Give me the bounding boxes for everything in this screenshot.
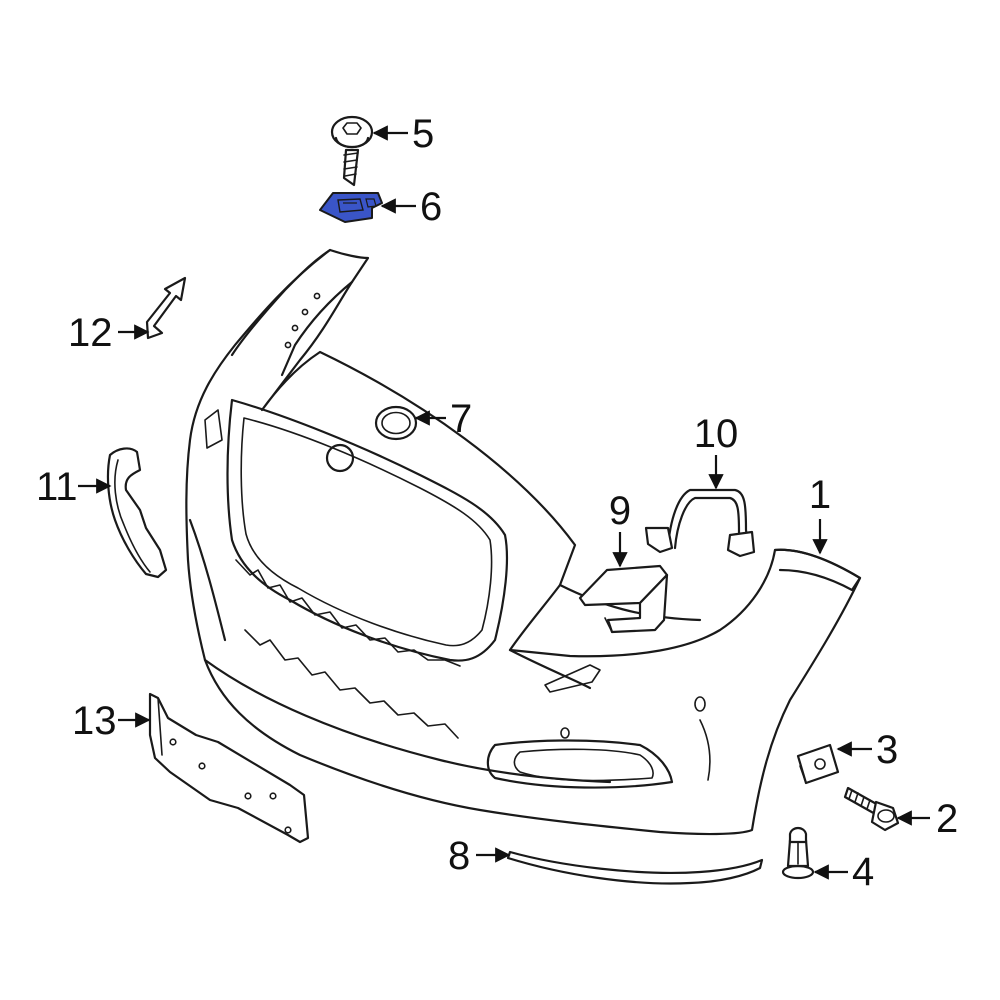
part-7-ring[interactable]: [374, 405, 418, 441]
callout-5: 5: [412, 112, 434, 156]
part-2-bolt[interactable]: [843, 786, 900, 832]
part-5-screw[interactable]: [330, 115, 374, 187]
callout-11: 11: [36, 465, 78, 509]
part-9-cover[interactable]: [578, 564, 669, 634]
callout-1: 1: [809, 473, 831, 517]
part-1-bumper-cover[interactable]: [185, 248, 862, 836]
callout-13: 13: [72, 699, 117, 743]
callout-9: 9: [609, 489, 631, 533]
part-3-clip-nut[interactable]: [796, 743, 840, 785]
callout-labels: 1 2 3 4 5 6 7 8 9 10 11 12 13: [36, 112, 958, 894]
callout-4: 4: [852, 850, 874, 894]
callout-2: 2: [936, 797, 958, 841]
callout-8: 8: [448, 834, 470, 878]
callout-7: 7: [450, 397, 472, 441]
callout-3: 3: [876, 728, 898, 772]
part-10-harness-bracket[interactable]: [644, 488, 756, 558]
part-11-side-bracket[interactable]: [106, 447, 168, 579]
leader-lines: [78, 125, 930, 880]
part-4-push-rivet[interactable]: [781, 826, 815, 880]
part-12-clip[interactable]: [145, 276, 187, 340]
callout-10: 10: [694, 412, 739, 456]
callout-12: 12: [68, 311, 113, 355]
callout-6: 6: [420, 185, 442, 229]
part-6-bracket[interactable]: [319, 192, 383, 223]
part-13-plate-bracket[interactable]: [148, 692, 310, 844]
part-8-lower-molding[interactable]: [506, 850, 764, 885]
